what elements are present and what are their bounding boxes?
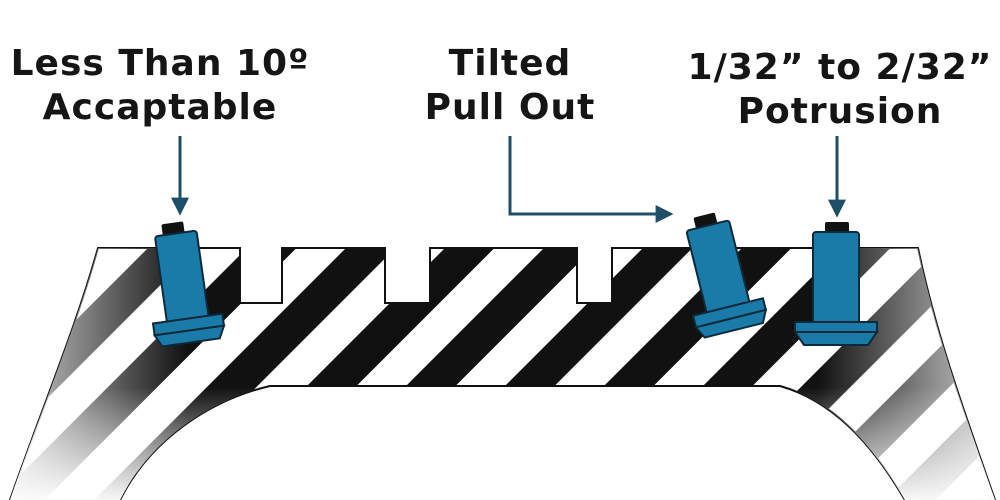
label-line: Potrusion <box>737 91 943 132</box>
tire-stud-icon <box>685 212 768 339</box>
label-line: Accaptable <box>42 87 278 128</box>
arrow-right-icon <box>508 136 674 223</box>
label-line: Less Than 10º <box>10 43 310 84</box>
label-protrusion: 1/32” to 2/32” Potrusion <box>680 46 1000 134</box>
tire-stud-icon <box>793 222 879 346</box>
label-line: 1/32” to 2/32” <box>687 47 993 88</box>
tire-stud-icon <box>151 221 226 348</box>
label-tilted-pull-out: Tilted Pull Out <box>400 42 620 130</box>
label-line: Tilted <box>448 43 572 84</box>
label-less-than-10-degrees: Less Than 10º Accaptable <box>0 42 320 130</box>
label-line: Pull Out <box>424 87 596 128</box>
